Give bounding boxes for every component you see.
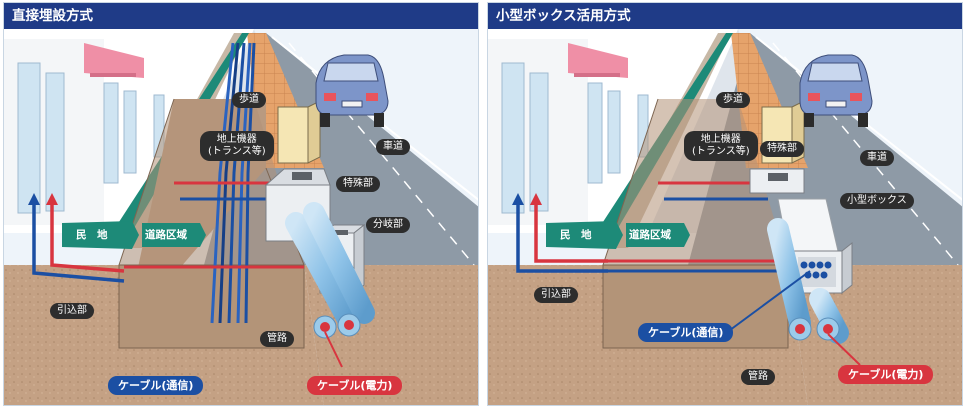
power-cable-label: ケーブル(電力)	[838, 365, 934, 385]
panel-title: 小型ボックス活用方式	[488, 3, 962, 29]
special-section-label: 特殊部	[760, 141, 804, 157]
conduit-pipe	[767, 218, 811, 334]
shop-awning	[568, 43, 628, 78]
road-area-arrow	[142, 223, 206, 247]
direct-burial-scene	[4, 29, 478, 405]
road-area-arrow	[626, 223, 690, 247]
comm-cable-label: ケーブル(通信)	[108, 376, 204, 396]
comm-cable-bundle	[210, 42, 256, 324]
ground-equipment-label: 地上機器 (トランス等)	[684, 131, 758, 161]
lead-in-label: 引込部	[50, 303, 94, 319]
sidewalk-label: 歩道	[716, 92, 750, 108]
conduit-pipe	[285, 212, 360, 332]
ground-transformer	[277, 106, 309, 164]
comm-cable-label: ケーブル(通信)	[638, 323, 734, 343]
branch-section-label: 分岐部	[366, 217, 410, 233]
small-box-label: 小型ボックス	[840, 193, 914, 209]
roadway-label: 車道	[376, 139, 410, 155]
special-section-label: 特殊部	[336, 176, 380, 192]
car	[799, 54, 873, 127]
sidewalk-label: 歩道	[232, 92, 266, 108]
private-land-label: 民 地	[76, 229, 108, 241]
power-lead-in	[534, 203, 608, 263]
private-land-label: 民 地	[560, 229, 592, 241]
power-lead-in	[50, 203, 125, 273]
conduit-label: 管路	[741, 369, 775, 385]
shop-awning	[84, 43, 144, 78]
comm-lead-in	[32, 203, 125, 283]
road-area-label: 道路区域	[145, 229, 187, 241]
car	[315, 54, 389, 127]
power-cable-label: ケーブル(電力)	[307, 376, 403, 396]
private-land-arrow	[62, 221, 139, 249]
conduit-label: 管路	[260, 331, 294, 347]
private-land-arrow	[546, 221, 623, 249]
lead-in-label: 引込部	[534, 287, 578, 303]
roadway-label: 車道	[860, 150, 894, 166]
direct-burial-panel: 直接埋設方式 歩道 地上機器 (トランス等) 車道 特殊部 分岐部 民 地 道路…	[3, 2, 479, 406]
small-box-panel: 小型ボックス活用方式 歩道 地上機器 (トランス等) 車道 特殊部 小型ボックス…	[487, 2, 963, 406]
panel-title: 直接埋設方式	[4, 3, 478, 29]
comm-lead-in	[516, 203, 608, 273]
road-area-label: 道路区域	[629, 229, 671, 241]
ground-equipment-label: 地上機器 (トランス等)	[200, 131, 274, 161]
